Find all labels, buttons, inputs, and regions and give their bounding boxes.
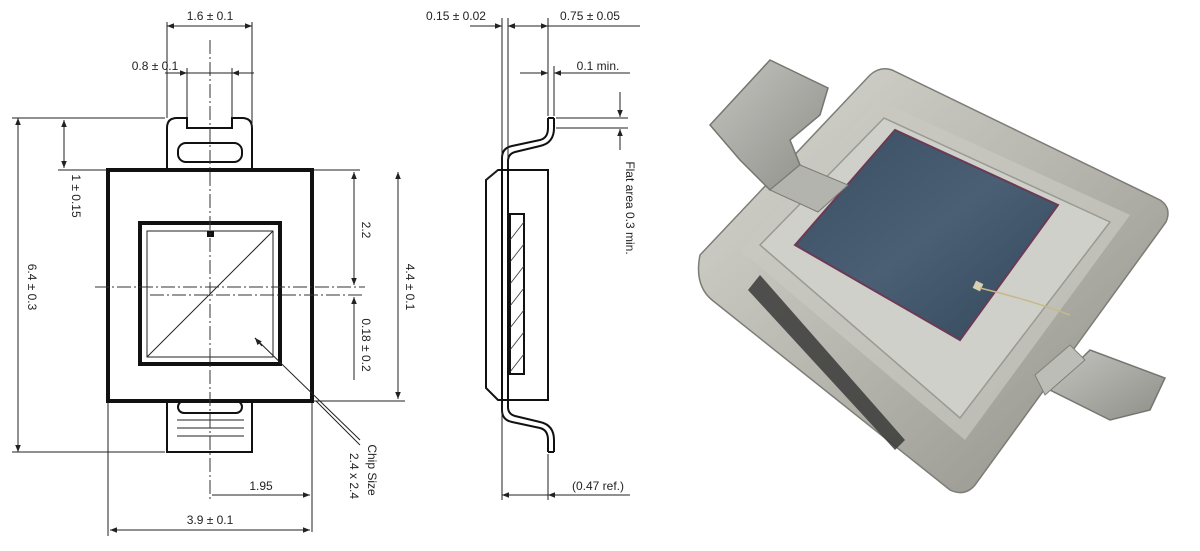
dim-body-height: 0.75 ± 0.05 <box>560 9 620 23</box>
photo-lead-top <box>708 59 829 192</box>
side-lead-bottom <box>501 400 549 452</box>
dim-half-width: 1.95 <box>249 479 273 493</box>
dim-chip-center: 2.2 <box>359 222 373 239</box>
bond-wire <box>979 287 1071 316</box>
chip-size-label: Chip Size <box>365 444 379 496</box>
side-body <box>485 169 549 401</box>
photodiode-chip <box>793 128 1060 342</box>
dim-flat-area: Flat area 0.3 min. <box>623 161 637 254</box>
front-view: 1.6 ± 0.1 0.8 ± 0.1 6.4 ± 0.3 1 ± 0.15 2… <box>12 9 417 536</box>
dim-lead-offset: 1 ± 0.15 <box>69 174 83 218</box>
dim-body-width: 3.9 ± 0.1 <box>187 513 234 527</box>
dim-lead-thickness: 0.15 ± 0.02 <box>426 9 486 23</box>
side-view: 0.15 ± 0.02 0.75 ± 0.05 0.1 min. Flat ar… <box>426 9 640 500</box>
side-chip <box>509 213 525 375</box>
chip-size-value: 2.4 x 2.4 <box>347 453 361 499</box>
dim-lead-gap: 0.8 ± 0.1 <box>132 59 179 73</box>
dim-lead-clearance: 0.1 min. <box>577 59 620 73</box>
dim-body-length: 4.4 ± 0.1 <box>403 264 417 311</box>
photo-lead-bottom <box>1048 349 1167 421</box>
dim-overall-length: 6.4 ± 0.3 <box>25 264 39 311</box>
side-lead-top <box>501 118 549 170</box>
dim-ref: (0.47 ref.) <box>572 479 624 493</box>
dim-chip-offset: 0.18 ± 0.2 <box>359 318 373 372</box>
dim-lead-width: 1.6 ± 0.1 <box>187 9 234 23</box>
bottom-lead <box>166 401 253 453</box>
package-photo <box>697 59 1169 494</box>
